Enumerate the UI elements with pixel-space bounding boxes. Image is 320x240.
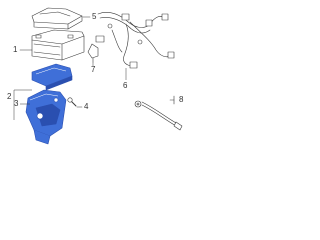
ground-cable <box>134 95 183 131</box>
callout-7: 7 <box>91 65 96 74</box>
wiring-harness <box>95 12 175 69</box>
callout-5: 5 <box>92 12 97 21</box>
battery-cover <box>31 7 91 30</box>
hold-down-bracket <box>31 63 73 91</box>
bolt <box>67 97 83 108</box>
callout-8: 8 <box>179 95 184 104</box>
battery <box>19 29 85 61</box>
parts-diagram: 5 1 7 6 2 3 4 8 <box>0 0 200 147</box>
leader-lines <box>13 62 127 120</box>
clip <box>87 43 99 63</box>
battery-tray <box>25 89 67 145</box>
diagram-artwork <box>13 7 183 145</box>
callout-6: 6 <box>123 81 128 90</box>
callout-3: 3 <box>14 99 19 108</box>
callout-2: 2 <box>7 92 12 101</box>
callout-4: 4 <box>84 102 89 111</box>
callout-1: 1 <box>13 45 18 54</box>
